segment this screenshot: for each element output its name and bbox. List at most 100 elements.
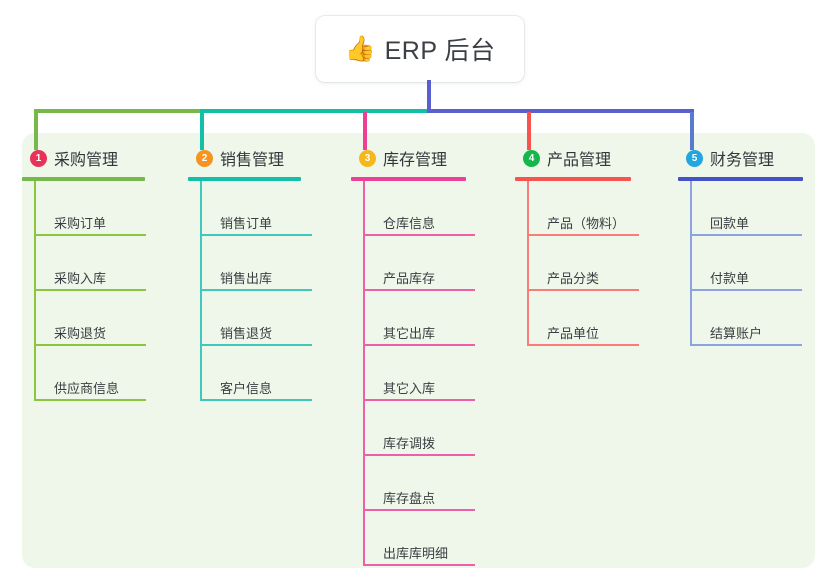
leaf-item-label: 产品分类 bbox=[547, 271, 600, 286]
connector-stub bbox=[34, 112, 38, 150]
connector-segment bbox=[200, 109, 429, 113]
leaf-item-rule bbox=[363, 344, 475, 346]
leaf-item[interactable]: 回款单 bbox=[678, 181, 838, 236]
leaf-item-label: 仓库信息 bbox=[383, 216, 436, 231]
leaf-item-rule bbox=[363, 454, 475, 456]
leaf-item[interactable]: 付款单 bbox=[678, 236, 838, 291]
leaf-item-rule bbox=[690, 234, 802, 236]
leaf-item-rule bbox=[527, 289, 639, 291]
branch-index-badge: 2 bbox=[196, 149, 213, 167]
branch-index-badge: 1 bbox=[30, 149, 47, 167]
leaf-item[interactable]: 供应商信息 bbox=[22, 346, 182, 401]
leaf-item-label: 产品单位 bbox=[547, 326, 600, 341]
branch-index-badge: 3 bbox=[359, 149, 376, 167]
branch-header[interactable]: 3 库存管理 bbox=[351, 145, 511, 171]
branch-spine bbox=[34, 181, 36, 401]
branch-spine bbox=[690, 181, 692, 346]
leaf-item[interactable]: 销售退货 bbox=[188, 291, 348, 346]
leaf-item-rule bbox=[34, 344, 146, 346]
leaf-list: 仓库信息产品库存其它出库其它入库库存调拨库存盘点出库库明细 bbox=[351, 181, 511, 566]
connector-segment bbox=[427, 109, 694, 113]
branch-index-badge: 5 bbox=[686, 149, 703, 167]
trunk-connector bbox=[427, 80, 431, 111]
leaf-item[interactable]: 库存调拨 bbox=[351, 401, 511, 456]
branch-header-rule bbox=[678, 177, 803, 181]
leaf-item-label: 付款单 bbox=[710, 271, 750, 286]
leaf-item-rule bbox=[363, 564, 475, 566]
leaf-item-rule bbox=[200, 399, 312, 401]
connector-stub bbox=[200, 112, 204, 150]
leaf-item[interactable]: 销售出库 bbox=[188, 236, 348, 291]
leaf-item[interactable]: 产品（物料） bbox=[515, 181, 675, 236]
leaf-item[interactable]: 采购退货 bbox=[22, 291, 182, 346]
diagram-panel bbox=[22, 133, 815, 568]
branch-header[interactable]: 1 采购管理 bbox=[22, 145, 182, 171]
leaf-item[interactable]: 采购入库 bbox=[22, 236, 182, 291]
branch-header[interactable]: 2 销售管理 bbox=[188, 145, 348, 171]
leaf-item-rule bbox=[200, 234, 312, 236]
leaf-item-label: 销售订单 bbox=[220, 216, 273, 231]
leaf-item-label: 采购退货 bbox=[54, 326, 107, 341]
leaf-item-rule bbox=[363, 509, 475, 511]
leaf-item[interactable]: 仓库信息 bbox=[351, 181, 511, 236]
leaf-list: 产品（物料） 产品分类产品单位 bbox=[515, 181, 675, 346]
branch-title: 财务管理 bbox=[710, 152, 775, 169]
leaf-item-label: 库存盘点 bbox=[383, 491, 436, 506]
branch-header-rule bbox=[22, 177, 145, 181]
connector-segment bbox=[34, 109, 202, 113]
branch-column-5: 5 财务管理回款单付款单结算账户 bbox=[678, 145, 838, 346]
branch-header[interactable]: 5 财务管理 bbox=[678, 145, 838, 171]
leaf-item-label: 其它出库 bbox=[383, 326, 436, 341]
leaf-item-label: 销售出库 bbox=[220, 271, 273, 286]
branch-header-rule bbox=[351, 177, 466, 181]
connector-stub bbox=[690, 112, 694, 150]
leaf-item-rule bbox=[363, 289, 475, 291]
leaf-item[interactable]: 其它出库 bbox=[351, 291, 511, 346]
branch-column-2: 2 销售管理销售订单销售出库销售退货客户信息 bbox=[188, 145, 348, 401]
leaf-item-rule bbox=[690, 344, 802, 346]
leaf-item[interactable]: 销售订单 bbox=[188, 181, 348, 236]
branch-header-rule bbox=[515, 177, 631, 181]
leaf-item-rule bbox=[527, 344, 639, 346]
leaf-item[interactable]: 库存盘点 bbox=[351, 456, 511, 511]
leaf-item-label: 出库库明细 bbox=[383, 546, 449, 561]
leaf-item[interactable]: 其它入库 bbox=[351, 346, 511, 401]
leaf-item-rule bbox=[690, 289, 802, 291]
leaf-item-rule bbox=[34, 399, 146, 401]
leaf-item-label: 其它入库 bbox=[383, 381, 436, 396]
leaf-item-rule bbox=[34, 234, 146, 236]
leaf-item[interactable]: 客户信息 bbox=[188, 346, 348, 401]
leaf-item[interactable]: 出库库明细 bbox=[351, 511, 511, 566]
leaf-item[interactable]: 产品分类 bbox=[515, 236, 675, 291]
leaf-item-label: 回款单 bbox=[710, 216, 750, 231]
leaf-item-label: 供应商信息 bbox=[54, 381, 120, 396]
branch-title: 销售管理 bbox=[220, 152, 285, 169]
leaf-item-label: 客户信息 bbox=[220, 381, 273, 396]
branch-index-badge: 4 bbox=[523, 149, 540, 167]
leaf-item-label: 产品（物料） bbox=[547, 216, 626, 231]
leaf-item-label: 采购入库 bbox=[54, 271, 107, 286]
root-node-title: ERP 后台 bbox=[384, 37, 496, 65]
leaf-item-label: 采购订单 bbox=[54, 216, 107, 231]
leaf-item[interactable]: 结算账户 bbox=[678, 291, 838, 346]
branch-title: 采购管理 bbox=[54, 152, 119, 169]
branch-title: 库存管理 bbox=[383, 152, 448, 169]
leaf-item-rule bbox=[200, 289, 312, 291]
leaf-item-label: 库存调拨 bbox=[383, 436, 436, 451]
leaf-item-label: 销售退货 bbox=[220, 326, 273, 341]
leaf-item-rule bbox=[527, 234, 639, 236]
branch-header-rule bbox=[188, 177, 301, 181]
leaf-item-rule bbox=[363, 234, 475, 236]
leaf-list: 销售订单销售出库销售退货客户信息 bbox=[188, 181, 348, 401]
branch-spine bbox=[363, 181, 365, 566]
thumbs-up-icon: 👍 bbox=[344, 34, 376, 63]
root-node[interactable]: 👍 ERP 后台 bbox=[316, 16, 524, 82]
branch-spine bbox=[200, 181, 202, 401]
leaf-item[interactable]: 产品单位 bbox=[515, 291, 675, 346]
leaf-item[interactable]: 采购订单 bbox=[22, 181, 182, 236]
leaf-item[interactable]: 产品库存 bbox=[351, 236, 511, 291]
branch-spine bbox=[527, 181, 529, 346]
